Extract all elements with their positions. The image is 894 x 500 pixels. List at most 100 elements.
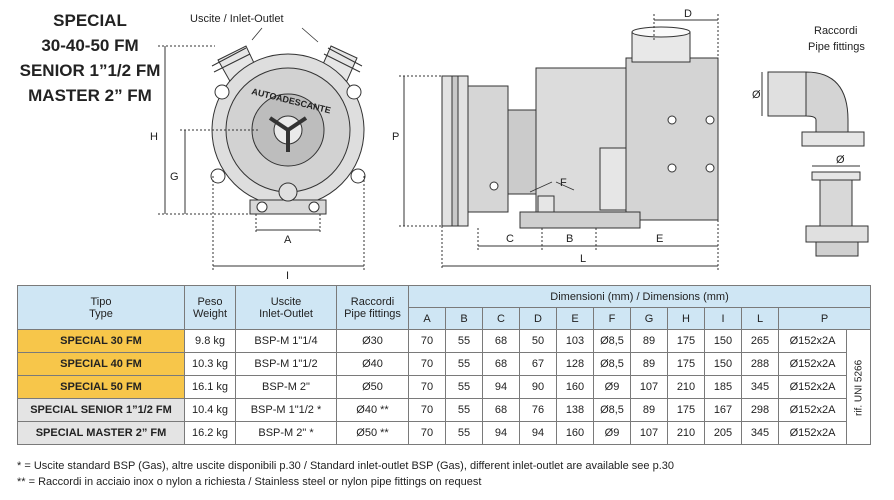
row-dim-A: 70 — [408, 352, 446, 376]
row-weight: 16.1 kg — [184, 375, 236, 399]
row-dim-F: Ø8,5 — [593, 352, 631, 376]
row-dim-G: 89 — [630, 352, 668, 376]
row-model-name: SPECIAL MASTER 2” FM — [17, 421, 185, 445]
uni-reference-note: rif. UNI 5266 — [846, 329, 871, 445]
row-weight: 10.4 kg — [184, 398, 236, 422]
row-dim-P: Ø152x2A — [778, 329, 847, 353]
dim-label-diameter-elbow: Ø — [752, 89, 761, 101]
row-dim-F: Ø8,5 — [593, 398, 631, 422]
row-dim-P: Ø152x2A — [778, 421, 847, 445]
dim-col-header-C: C — [482, 307, 520, 330]
dim-col-header-G: G — [630, 307, 668, 330]
fittings-label-it: Raccordi — [814, 25, 857, 37]
row-fitting: Ø40 — [336, 352, 409, 376]
row-outlet: BSP-M 1"1/2 — [235, 352, 337, 376]
row-dim-D: 67 — [519, 352, 557, 376]
row-dim-B: 55 — [445, 398, 483, 422]
row-dim-L: 288 — [741, 352, 779, 376]
dim-label-B: B — [566, 233, 573, 245]
footnotes: * = Uscite standard BSP (Gas), altre usc… — [17, 458, 674, 490]
front-view-drawing — [158, 27, 366, 270]
row-outlet: BSP-M 1"1/4 — [235, 329, 337, 353]
header-tipo: Tipo — [90, 295, 112, 308]
row-weight: 10.3 kg — [184, 352, 236, 376]
row-dim-H: 175 — [667, 329, 705, 353]
row-dim-C: 68 — [482, 329, 520, 353]
row-dim-D: 90 — [519, 375, 557, 399]
row-dim-G: 89 — [630, 398, 668, 422]
title-line-3: SENIOR 1”1/2 FM — [19, 61, 161, 80]
row-dim-E: 103 — [556, 329, 594, 353]
row-outlet: BSP-M 1"1/2 * — [235, 398, 337, 422]
dim-col-header-B: B — [445, 307, 483, 330]
row-dim-A: 70 — [408, 329, 446, 353]
row-model-name: SPECIAL SENIOR 1”1/2 FM — [17, 398, 185, 422]
dim-label-G: G — [170, 171, 179, 183]
row-dim-G: 107 — [630, 421, 668, 445]
dim-col-header-I: I — [704, 307, 742, 330]
row-model-name: SPECIAL 50 FM — [17, 375, 185, 399]
row-dim-E: 160 — [556, 421, 594, 445]
header-uscite: Uscite — [270, 295, 302, 308]
dim-label-A: A — [284, 234, 292, 246]
header-dimensions: Dimensioni (mm) / Dimensions (mm) — [408, 285, 871, 308]
row-fitting: Ø50 ** — [336, 421, 409, 445]
header-weight: Peso Weight — [184, 285, 236, 330]
row-fitting: Ø40 ** — [336, 398, 409, 422]
row-dim-I: 150 — [704, 329, 742, 353]
dim-label-F: F — [560, 177, 567, 189]
dim-col-header-A: A — [408, 307, 446, 330]
dim-label-H: H — [150, 131, 158, 143]
row-dim-F: Ø9 — [593, 421, 631, 445]
row-dim-A: 70 — [408, 375, 446, 399]
row-dim-D: 94 — [519, 421, 557, 445]
row-fitting: Ø30 — [336, 329, 409, 353]
row-dim-A: 70 — [408, 398, 446, 422]
dim-label-C: C — [506, 233, 514, 245]
row-dim-E: 138 — [556, 398, 594, 422]
fittings-label-en: Pipe fittings — [808, 41, 865, 53]
row-dim-D: 76 — [519, 398, 557, 422]
technical-drawings: Uscite / Inlet-Outlet AUTOADESCANTE Racc… — [150, 8, 869, 282]
row-dim-H: 175 — [667, 352, 705, 376]
header-raccordi: Raccordi — [350, 295, 395, 308]
row-dim-I: 185 — [704, 375, 742, 399]
dim-label-E: E — [656, 233, 663, 245]
footnote-outlets: * = Uscite standard BSP (Gas), altre usc… — [17, 460, 674, 472]
row-dim-I: 150 — [704, 352, 742, 376]
row-dim-B: 55 — [445, 375, 483, 399]
row-dim-G: 107 — [630, 375, 668, 399]
row-dim-E: 160 — [556, 375, 594, 399]
header-pipe-fittings-en: Pipe fittings — [344, 307, 401, 320]
row-dim-I: 167 — [704, 398, 742, 422]
dim-col-header-F: F — [593, 307, 631, 330]
dim-label-L: L — [580, 253, 586, 265]
header-type: Tipo Type — [17, 285, 185, 330]
pipe-fitting-straight-drawing — [805, 165, 869, 257]
row-dim-D: 50 — [519, 329, 557, 353]
row-fitting: Ø50 — [336, 375, 409, 399]
side-view-drawing — [399, 14, 719, 272]
header-outlet: Uscite Inlet-Outlet — [235, 285, 337, 330]
title-line-4: MASTER 2” FM — [28, 86, 152, 105]
header-type-en: Type — [89, 307, 113, 320]
row-dim-F: Ø9 — [593, 375, 631, 399]
dim-label-diameter-straight: Ø — [836, 154, 845, 166]
row-dim-G: 89 — [630, 329, 668, 353]
pipe-fitting-elbow-drawing — [761, 71, 865, 147]
dim-label-P: P — [392, 131, 399, 143]
row-dim-P: Ø152x2A — [778, 352, 847, 376]
specifications-table: Tipo Type Peso Weight Uscite Inlet-Outle… — [17, 285, 871, 445]
header-weight-en: Weight — [192, 307, 228, 320]
row-dim-C: 94 — [482, 375, 520, 399]
row-dim-H: 210 — [667, 421, 705, 445]
dim-col-header-P: P — [778, 307, 871, 330]
row-dim-P: Ø152x2A — [778, 398, 847, 422]
